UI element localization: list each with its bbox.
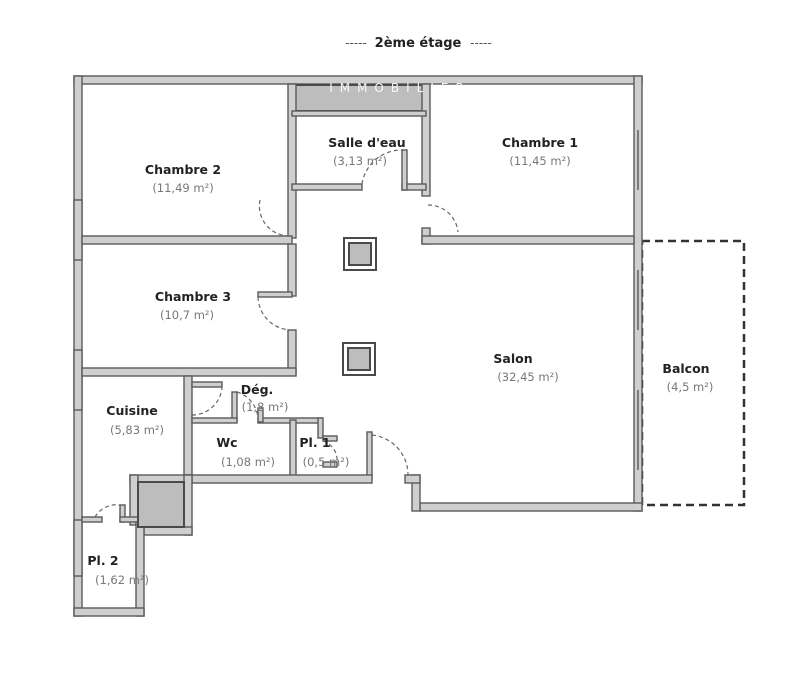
room-degagement: Dég. (1,8 m²) [241, 382, 289, 414]
svg-text:(1,8 m²): (1,8 m²) [242, 400, 289, 414]
svg-text:(10,7 m²): (10,7 m²) [160, 308, 214, 322]
pillar [342, 342, 376, 376]
svg-text:(1,08 m²): (1,08 m²) [221, 455, 275, 469]
door-swings [94, 149, 459, 518]
svg-text:Chambre 1: Chambre 1 [502, 135, 578, 150]
room-balcon: Balcon (4,5 m²) [662, 361, 713, 394]
svg-text:(11,45 m²): (11,45 m²) [509, 154, 570, 168]
watermark: IMMOBILIER [329, 81, 471, 95]
pillar [343, 237, 377, 271]
svg-text:(32,45 m²): (32,45 m²) [497, 370, 558, 384]
svg-text:Wc: Wc [216, 435, 237, 450]
svg-text:Chambre 3: Chambre 3 [155, 289, 231, 304]
svg-text:(3,13 m²): (3,13 m²) [333, 154, 387, 168]
svg-text:(0,5 m²): (0,5 m²) [303, 455, 350, 469]
svg-text:Balcon: Balcon [662, 361, 709, 376]
room-salon: Salon (32,45 m²) [493, 351, 558, 384]
walls [73, 75, 643, 617]
svg-text:(4,5 m²): (4,5 m²) [667, 380, 714, 394]
svg-text:Pl. 1: Pl. 1 [299, 435, 330, 450]
room-chambre-2: Chambre 2 (11,49 m²) [145, 162, 221, 195]
svg-text:(11,49 m²): (11,49 m²) [152, 181, 213, 195]
title-dash-left: ----- [345, 36, 367, 50]
room-placard-2: Pl. 2 (1,62 m²) [87, 553, 149, 587]
svg-text:Salon: Salon [493, 351, 532, 366]
room-placard-1: Pl. 1 (0,5 m²) [299, 435, 349, 469]
title-dash-right: ----- [470, 36, 492, 50]
room-cuisine: Cuisine (5,83 m²) [106, 403, 164, 437]
svg-text:Cuisine: Cuisine [106, 403, 157, 418]
floor-title: 2ème étage [375, 36, 462, 51]
svg-text:Pl. 2: Pl. 2 [87, 553, 118, 568]
svg-text:Dég.: Dég. [241, 382, 274, 397]
room-chambre-3: Chambre 3 (10,7 m²) [155, 289, 231, 322]
room-wc: Wc (1,08 m²) [216, 435, 275, 469]
svg-text:(1,62 m²): (1,62 m²) [95, 573, 149, 587]
room-salle-deau: Salle d'eau (3,13 m²) [328, 135, 405, 168]
pillar [137, 481, 185, 528]
svg-text:Salle d'eau: Salle d'eau [328, 135, 405, 150]
room-chambre-1: Chambre 1 (11,45 m²) [502, 135, 578, 168]
svg-text:(5,83 m²): (5,83 m²) [110, 423, 164, 437]
svg-text:Chambre 2: Chambre 2 [145, 162, 221, 177]
